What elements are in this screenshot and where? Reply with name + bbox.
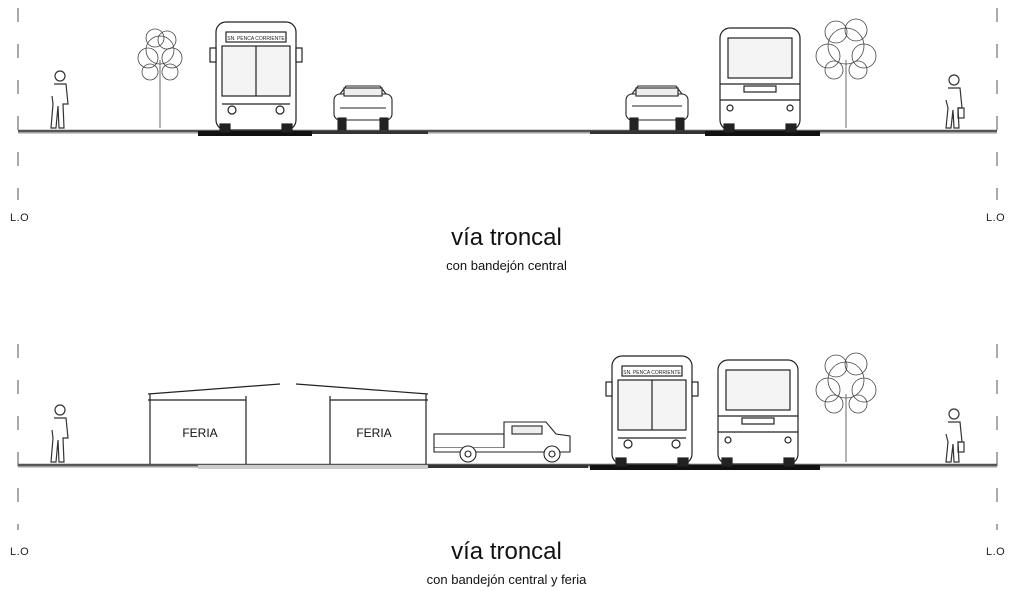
pedestrian-left-icon	[50, 404, 69, 463]
bus-destination-sign: SN. PENCA CORRIENTE	[623, 370, 681, 376]
road-lane-right	[590, 131, 705, 134]
bus-front-right-icon	[605, 355, 699, 467]
section-via-troncal-bandejon: SN. PENCA CORRIENTE	[0, 0, 1013, 290]
pickup-truck-icon	[433, 421, 571, 463]
section-subtitle: con bandejón central y feria	[426, 572, 587, 587]
feria-label-right: FERIA	[356, 426, 391, 440]
road-lane-left	[198, 131, 312, 136]
lo-left-label: L.O	[10, 546, 30, 558]
feria-area-surface	[198, 465, 428, 469]
pedestrian-right-icon	[945, 408, 965, 463]
bus-destination-sign: SN. PENCA CORRIENTE	[227, 36, 285, 42]
lo-left-label: L.O	[10, 212, 30, 224]
section-title: vía troncal	[451, 224, 562, 251]
road-lane-right	[590, 465, 820, 470]
tree-right-icon	[815, 18, 877, 128]
pedestrian-left-icon	[50, 70, 69, 129]
feria-tent-left-icon	[147, 383, 281, 464]
car-front-left-icon	[333, 85, 393, 131]
street-cross-section-1: SN. PENCA CORRIENTE	[17, 8, 998, 200]
section-title: vía troncal	[451, 538, 562, 565]
street-cross-section-2: FERIA FERIA SN. PENCA CORRIENTE	[17, 344, 998, 530]
car-rear-right-icon	[625, 85, 689, 131]
road-lane-right-2	[705, 131, 820, 136]
tree-right-icon	[815, 352, 877, 462]
bus-rear-right-icon	[719, 27, 801, 133]
road-lane-left	[428, 465, 588, 468]
lo-right-label: L.O	[986, 546, 1006, 558]
pedestrian-right-icon	[945, 74, 965, 129]
road-lane-left-2	[312, 131, 428, 134]
feria-label-left: FERIA	[182, 426, 217, 440]
section-subtitle: con bandejón central	[446, 258, 567, 273]
tree-left-icon	[137, 28, 183, 128]
bus-front-left-icon	[209, 21, 303, 133]
bus-rear-right-icon	[717, 359, 799, 467]
lo-right-label: L.O	[986, 212, 1006, 224]
section-via-troncal-bandejon-feria: FERIA FERIA SN. PENCA CORRIENTE	[0, 330, 1013, 591]
feria-tent-right-icon	[295, 383, 429, 464]
